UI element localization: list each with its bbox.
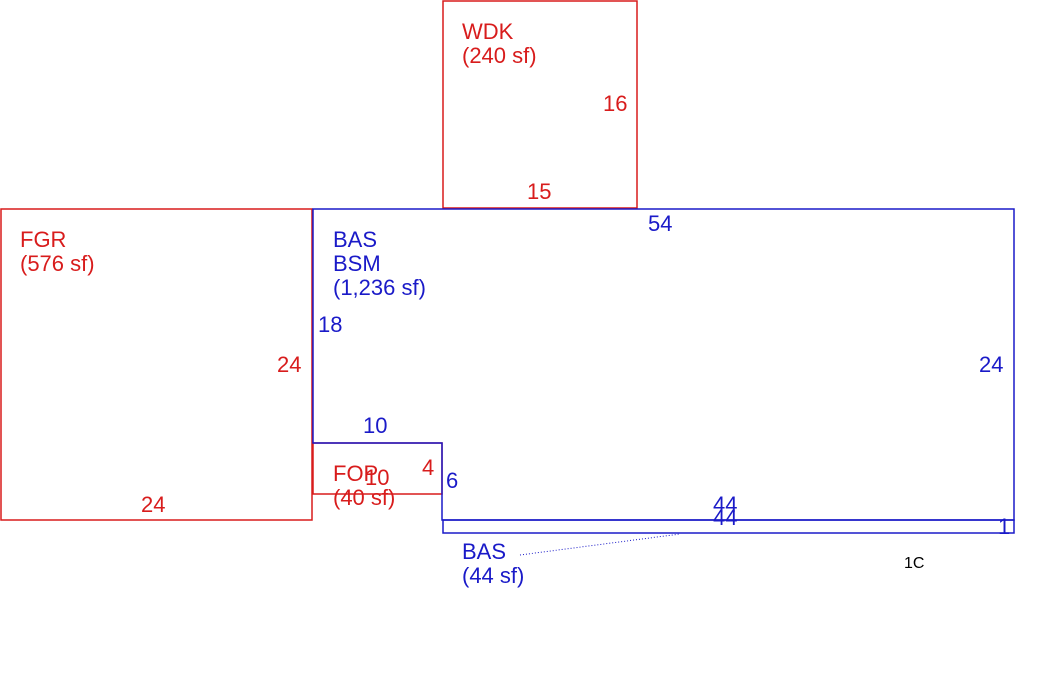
dim-strip-bottom: 44	[713, 505, 737, 530]
bas-strip-area-label: (44 sf)	[462, 563, 524, 588]
dim-strip-top: 44	[713, 492, 737, 517]
fgr-outline	[0, 208, 313, 521]
fgr-area-label: (576 sf)	[20, 251, 95, 276]
dim-strip-right: 1	[998, 514, 1010, 539]
dim-notch-top: 10	[363, 413, 387, 438]
wdk-area-label: (240 sf)	[462, 43, 537, 68]
bas-strip-leader	[519, 533, 681, 556]
bas-main-outline	[312, 208, 1015, 521]
bas-strip-code-label: BAS	[462, 539, 506, 564]
dim-fgr-right: 24	[277, 352, 301, 377]
fgr-code-label: FGR	[20, 227, 66, 252]
bas-main-area-label: (1,236 sf)	[333, 275, 426, 300]
wdk-code-label: WDK	[462, 19, 514, 44]
wdk-outline	[442, 0, 638, 209]
note-label: 1C	[904, 555, 924, 572]
fop-code-label: FOP	[333, 461, 378, 486]
dim-wdk-bottom: 15	[527, 179, 551, 204]
dim-fgr-bottom: 24	[141, 492, 165, 517]
dim-bas-right: 24	[979, 352, 1003, 377]
bsm-code-label: BSM	[333, 251, 381, 276]
dim-fop-right: 4	[422, 455, 434, 480]
dim-bas-top: 54	[648, 211, 672, 236]
bas-main-code-label: BAS	[333, 227, 377, 252]
fop-area-label: (40 sf)	[333, 485, 395, 510]
dim-notch-right: 6	[446, 468, 458, 493]
bas-strip-outline	[442, 519, 1015, 534]
dim-wdk-right: 16	[603, 91, 627, 116]
dim-bas-left-upper: 18	[318, 312, 342, 337]
dim-fop-bottom: 10	[365, 465, 389, 490]
